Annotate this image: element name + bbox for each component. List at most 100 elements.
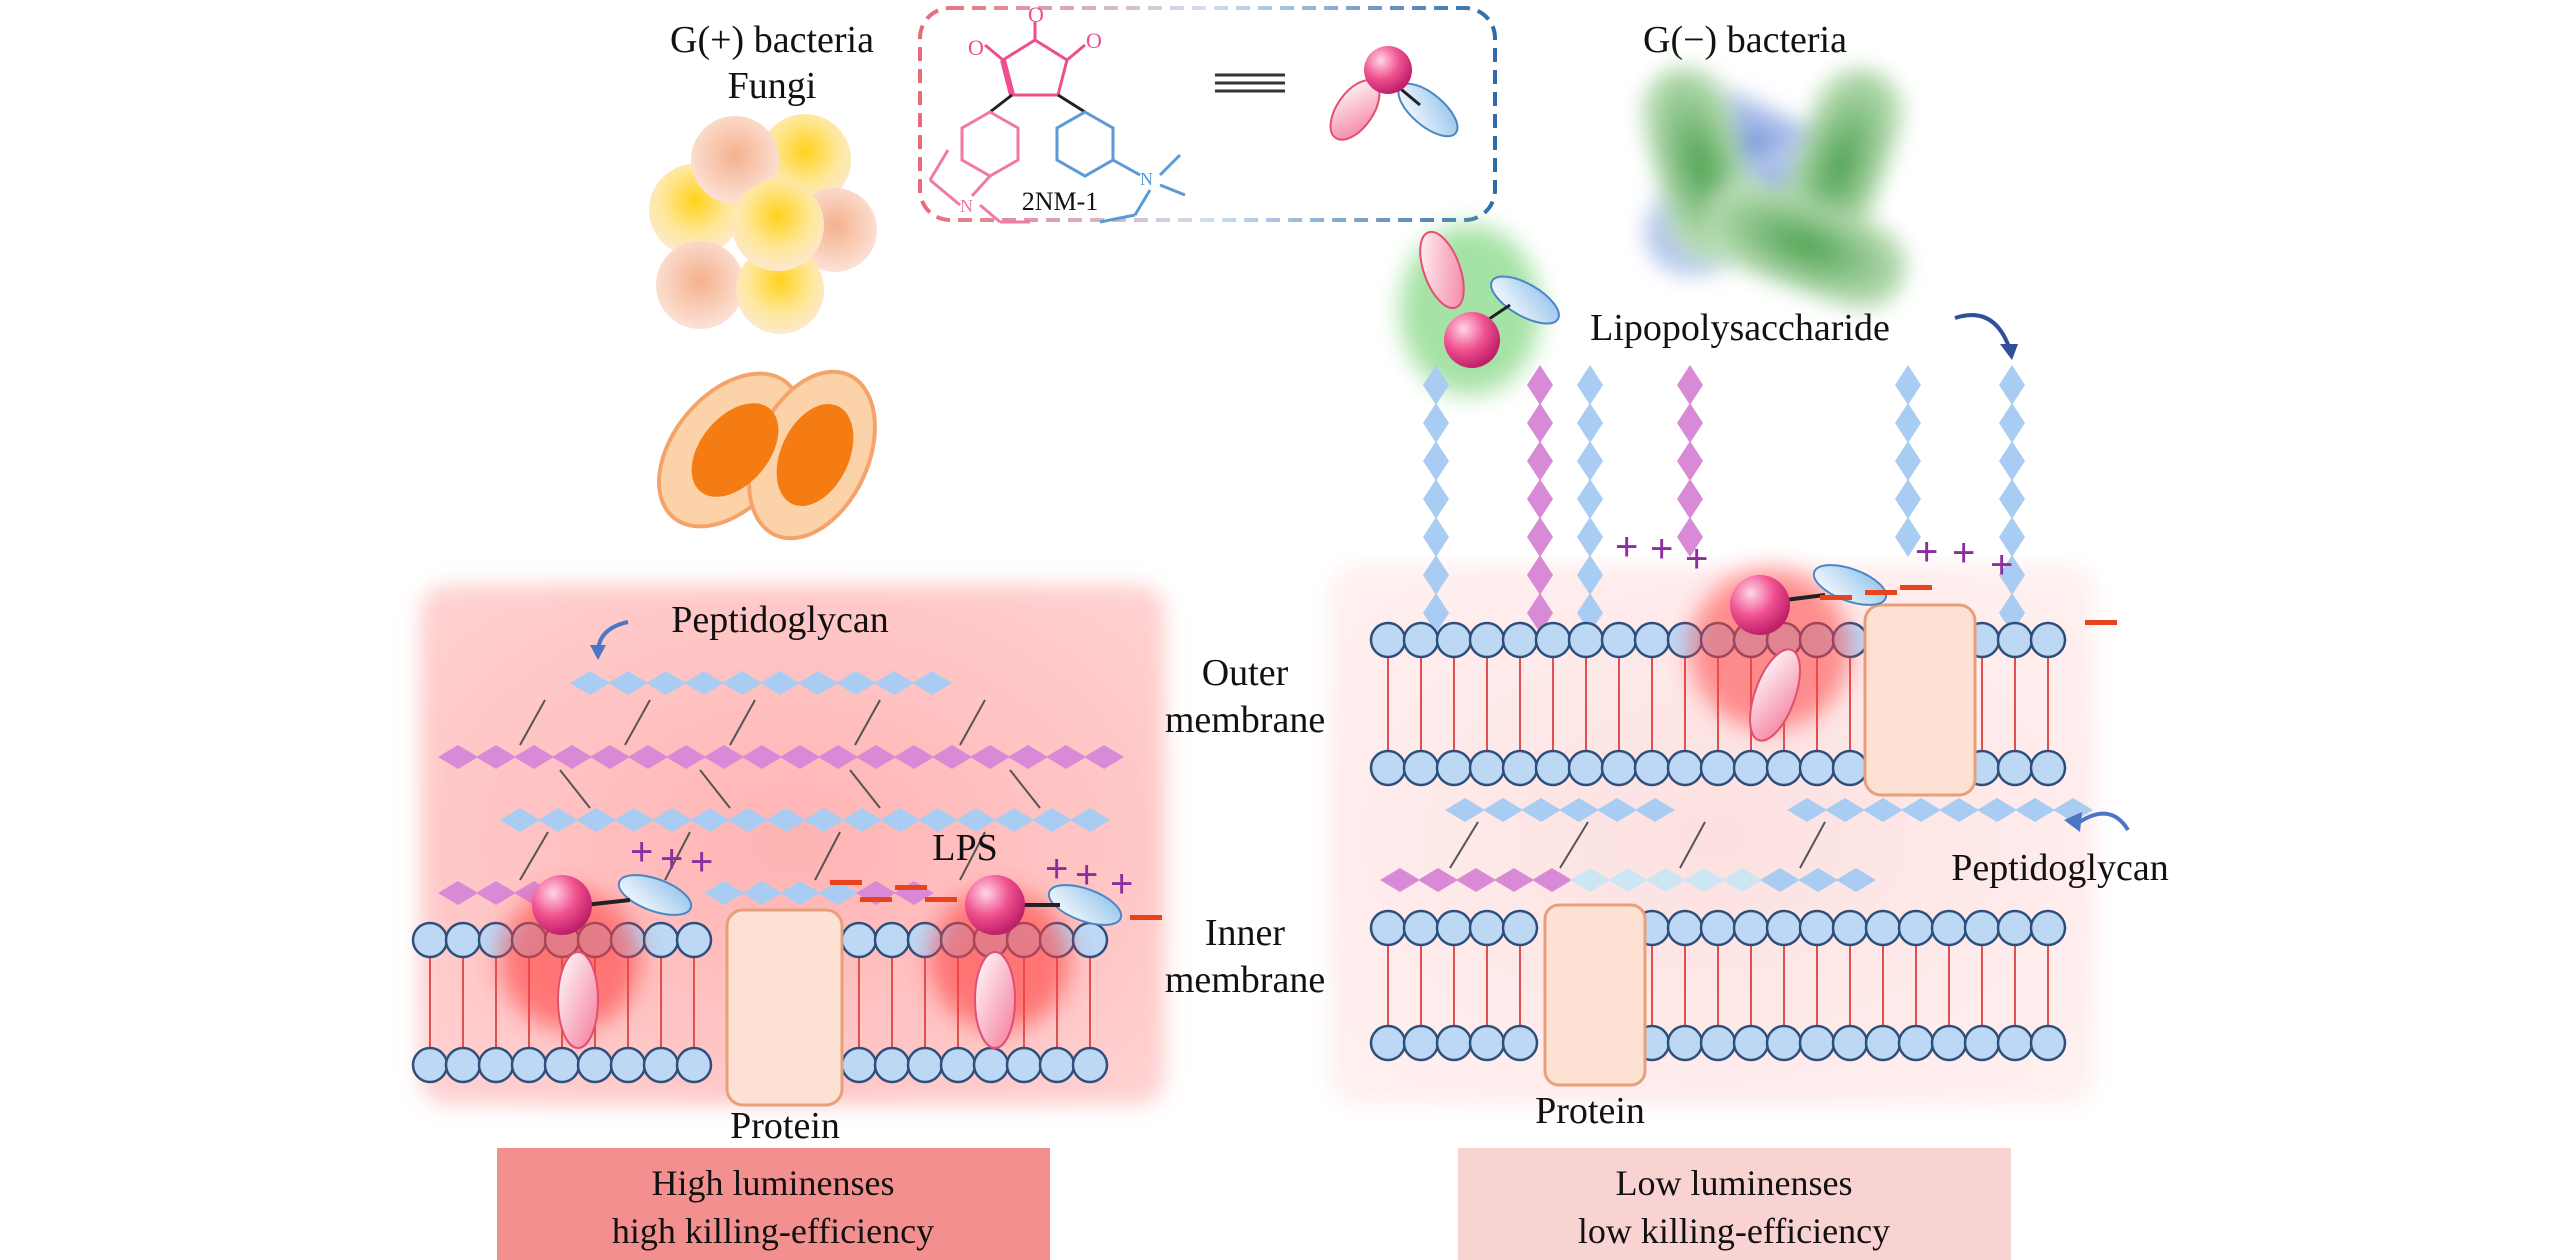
right-peptidoglycan-network <box>1380 798 2093 892</box>
left-membrane-lipid-head <box>576 1046 614 1084</box>
left-pg-diamond <box>994 808 1034 832</box>
right-outer-protein <box>1863 603 1977 797</box>
outer-membrane-lipid-head <box>1402 621 1440 659</box>
outer-membrane-lipid-head <box>2029 621 2067 659</box>
outer-membrane-lipid-head <box>1600 621 1638 659</box>
left-pg-diamond <box>476 881 516 905</box>
left-pg-diamond <box>722 671 762 695</box>
inner-membrane-lipid-head <box>1369 1024 1407 1062</box>
negative-charge <box>1865 590 1897 595</box>
lps-unit <box>1423 479 1449 519</box>
lps-unit <box>1999 555 2025 595</box>
right-pg-diamond <box>1418 868 1458 892</box>
inner-membrane-lipid-head <box>1831 1024 1869 1062</box>
lps-unit <box>1423 365 1449 405</box>
right-pg-diamond <box>1646 868 1686 892</box>
right-inner-protein <box>1543 903 1647 1087</box>
lps-unit <box>1999 479 2025 519</box>
right-pg-diamond <box>1863 798 1903 822</box>
positive-charge: + <box>1915 530 1938 574</box>
inner-membrane-lipid-head <box>2029 1024 2067 1062</box>
lps-unit <box>1677 403 1703 443</box>
outer-membrane-lipid-head <box>1534 749 1572 787</box>
outer-membrane-lipid-head <box>1666 749 1704 787</box>
left-pg-diamond <box>1084 745 1124 769</box>
inner-membrane-lipid-head <box>1798 909 1836 947</box>
protein-left-label: Protein <box>730 1105 840 1147</box>
right-pg-diamond <box>1380 868 1420 892</box>
protein-right-label: Protein <box>1535 1090 1645 1132</box>
lps-unit <box>1423 403 1449 443</box>
inner-membrane-lipid-head <box>1732 909 1770 947</box>
outer-membrane-lipid-head <box>1996 749 2034 787</box>
left-pg-diamond <box>780 745 820 769</box>
lipopolysaccharide-arrow-icon <box>1954 313 2012 351</box>
embedded-molecule-left-1 <box>500 874 693 1049</box>
left-pg-crosslink <box>519 699 546 746</box>
left-result-line2: high killing-efficiency <box>612 1211 934 1251</box>
left-pg-diamond <box>818 881 858 905</box>
left-protein <box>725 908 844 1107</box>
right-result-box <box>1458 1148 2011 1260</box>
negative-charge <box>2085 620 2117 625</box>
right-pg-diamond <box>1445 798 1485 822</box>
lps-unit <box>1423 441 1449 481</box>
right-pg-diamond <box>1722 868 1762 892</box>
left-pg-diamond <box>970 745 1010 769</box>
left-peptidoglycan-network <box>438 671 1124 905</box>
outer-membrane-label-line1: Outer <box>1202 652 1289 694</box>
positive-charge: + <box>1045 847 1068 891</box>
svg-text:O: O <box>968 35 984 60</box>
right-pg-diamond <box>1597 798 1637 822</box>
left-pg-diamond <box>608 671 648 695</box>
left-pg-diamond <box>666 745 706 769</box>
left-pg-diamond <box>576 808 616 832</box>
inner-membrane-label-line1: Inner <box>1205 912 1286 954</box>
inner-membrane-lipid-head <box>1765 1024 1803 1062</box>
left-pg-diamond <box>570 671 610 695</box>
left-pg-diamond <box>760 671 800 695</box>
outer-membrane-lipid-head <box>1765 749 1803 787</box>
right-result-line1: Low luminenses <box>1616 1163 1853 1203</box>
left-pg-diamond <box>684 671 724 695</box>
left-pg-diamond <box>956 808 996 832</box>
inner-membrane-lipid-head <box>2029 909 2067 947</box>
inner-membrane-lipid-head <box>1930 1024 1968 1062</box>
molecule-cartoon-icon <box>1329 46 1459 141</box>
left-pg-crosslink <box>664 831 691 881</box>
left-pg-crosslink <box>849 769 881 809</box>
left-pg-diamond <box>842 808 882 832</box>
lps-unit <box>1577 479 1603 519</box>
gneg-rod-cluster <box>1640 66 1907 311</box>
left-pg-crosslink <box>624 699 651 746</box>
left-pg-diamond <box>1008 745 1048 769</box>
left-pg-diamond <box>856 745 896 769</box>
left-membrane-lipid-head <box>444 921 482 959</box>
positive-charge: + <box>1110 862 1133 906</box>
molecule-legend: O O O N N 2NM-1 <box>918 2 1497 224</box>
inner-membrane-lipid-head <box>1765 909 1803 947</box>
left-membrane-lipid-head <box>477 1046 515 1084</box>
inner-membrane-lipid-head <box>1501 1024 1539 1062</box>
outer-membrane-lipid-head <box>1567 621 1605 659</box>
outer-membrane-lipid-head <box>1369 749 1407 787</box>
molecule-legend-border <box>918 6 1497 222</box>
inner-membrane-lipid-head <box>1699 909 1737 947</box>
peptidoglycan-left-label: Peptidoglycan <box>671 599 888 641</box>
lps-unit <box>1999 403 2025 443</box>
inner-membrane-lipid-head <box>1732 1024 1770 1062</box>
fungi-label: Fungi <box>728 65 817 107</box>
positive-charge: + <box>690 840 713 884</box>
inner-membrane-lipid-head <box>1831 909 1869 947</box>
right-pg-diamond <box>1760 868 1800 892</box>
inner-membrane-lipid-head <box>1468 909 1506 947</box>
outer-membrane-lipid-head <box>1699 749 1737 787</box>
left-membrane-lipid-head <box>1038 1046 1076 1084</box>
lps-unit <box>1577 517 1603 557</box>
left-membrane-lipid-head <box>543 1046 581 1084</box>
lps-unit <box>1577 555 1603 595</box>
outer-membrane-lipid-head <box>1402 749 1440 787</box>
left-pg-diamond <box>804 808 844 832</box>
left-pg-diamond <box>538 808 578 832</box>
lps-unit <box>1999 441 2025 481</box>
